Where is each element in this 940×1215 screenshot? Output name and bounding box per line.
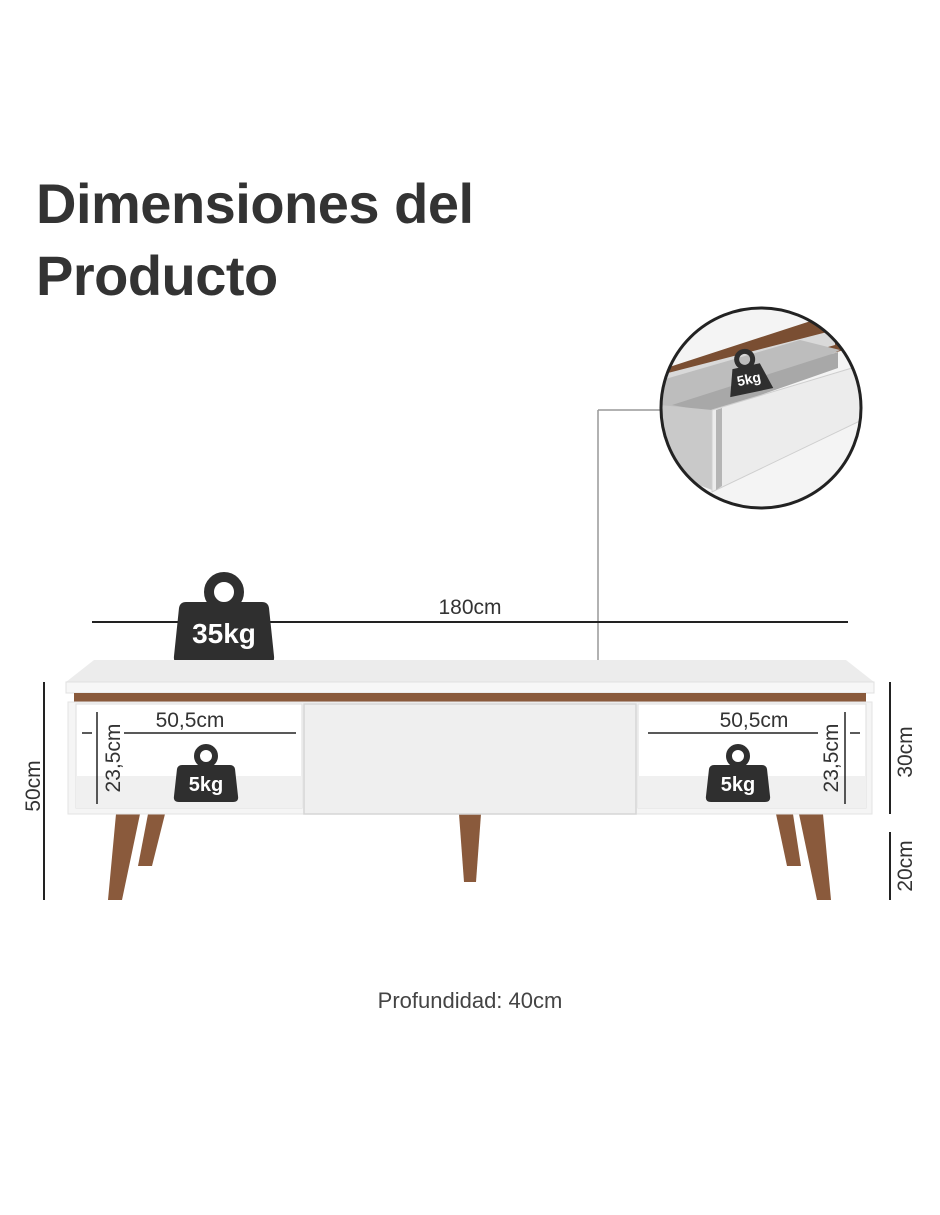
width-label: 180cm bbox=[438, 596, 501, 619]
drawer-detail-zoom bbox=[659, 306, 863, 510]
cabinet-height-dimension: 30cm bbox=[889, 682, 917, 814]
left-niche-height-label: 23,5cm bbox=[102, 724, 125, 793]
total-height-label: 50cm bbox=[22, 760, 45, 811]
weight-icon bbox=[705, 765, 771, 802]
right-niche-weight: 5kg bbox=[705, 744, 771, 802]
drawer-weight: 5kg bbox=[730, 348, 774, 398]
left-niche-weight: 5kg bbox=[173, 744, 239, 802]
left-niche-width-label: 50,5cm bbox=[156, 709, 225, 732]
cabinet-height-label: 30cm bbox=[894, 726, 917, 777]
top-weight: 35kg bbox=[173, 572, 275, 664]
right-niche-width-label: 50,5cm bbox=[720, 709, 789, 732]
title-line-2: Producto bbox=[36, 244, 278, 307]
leg-height-label: 20cm bbox=[894, 840, 917, 891]
weight-icon bbox=[730, 363, 774, 398]
left-niche-weight-label: 5kg bbox=[189, 774, 223, 796]
weight-icon bbox=[173, 602, 275, 664]
total-height-dimension: 50cm bbox=[22, 682, 45, 900]
top-weight-label: 35kg bbox=[192, 618, 256, 649]
page-title: Dimensiones del Producto bbox=[36, 168, 474, 312]
weight-icon bbox=[173, 765, 239, 802]
drawer-weight-label: 5kg bbox=[735, 369, 762, 390]
depth-label: Profundidad: 40cm bbox=[377, 988, 563, 1013]
leg-height-dimension: 20cm bbox=[889, 832, 917, 900]
right-niche-weight-label: 5kg bbox=[721, 774, 755, 796]
title-line-1: Dimensiones del bbox=[36, 172, 474, 235]
right-niche-height-label: 23,5cm bbox=[820, 724, 843, 793]
legs bbox=[108, 814, 831, 900]
right-niche-dimensions: 50,5cm 23,5cm bbox=[648, 709, 860, 804]
left-niche-dimensions: 50,5cm 23,5cm bbox=[82, 709, 296, 804]
